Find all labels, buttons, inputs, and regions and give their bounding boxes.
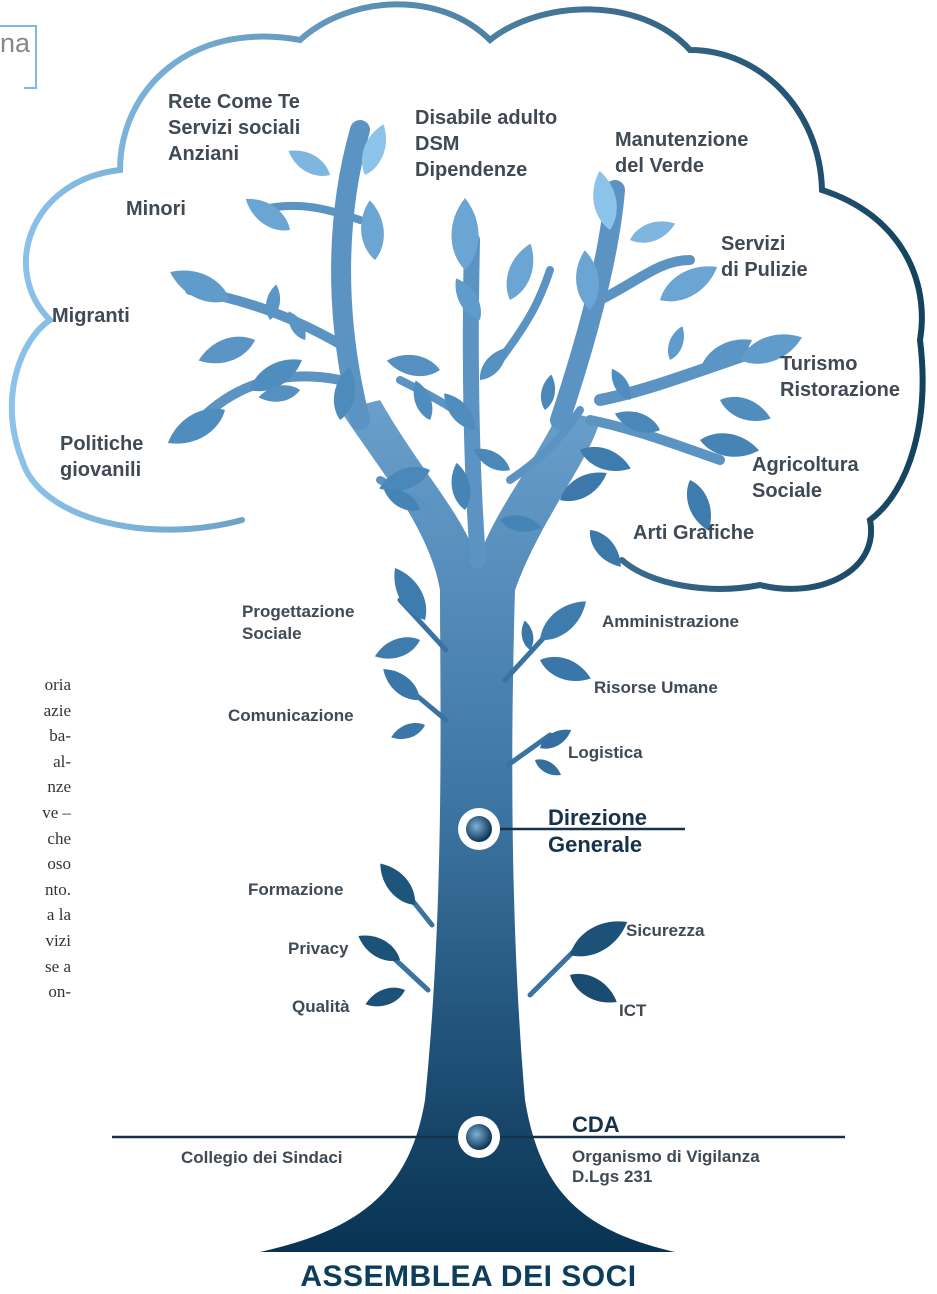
label-amministrazione: Amministrazione — [602, 612, 739, 631]
label-line: Turismo — [780, 353, 858, 375]
label-manutenzione-verde: Manutenzione del Verde — [615, 127, 748, 179]
label-sicurezza: Sicurezza — [626, 921, 705, 940]
label-line: Anziani — [168, 143, 240, 165]
fragment-line: azie — [43, 700, 71, 720]
label-line: Servizi sociali — [168, 117, 301, 139]
label-line: di Pulizie — [721, 259, 808, 281]
canopy-cloud-outline — [8, 1, 926, 592]
fragment-line: a la — [46, 905, 71, 925]
label-line: giovanili — [60, 459, 142, 481]
fragment-line: ve – — [42, 802, 71, 822]
canopy-leaves — [161, 120, 807, 573]
label-privacy: Privacy — [288, 939, 349, 958]
label-line: del Verde — [615, 155, 704, 177]
label-disabile-adulto: Disabile adulto DSM Dipendenze — [415, 105, 557, 183]
fragment-line: on- — [48, 982, 71, 1002]
label-line: Direzione — [548, 805, 648, 830]
label-formazione: Formazione — [248, 880, 344, 899]
label-line: Organismo di Vigilanza — [572, 1147, 760, 1166]
label-line: Sociale — [242, 624, 302, 643]
cda-node-dot — [466, 1124, 492, 1150]
label-line: Rete Come Te — [168, 91, 300, 113]
label-rete-come-te: Rete Come Te Servizi sociali Anziani — [168, 89, 300, 167]
direzione-node-dot — [466, 816, 492, 842]
label-line: Disabile adulto — [415, 107, 558, 129]
label-assemblea-soci: ASSEMBLEA DEI SOCI — [300, 1260, 637, 1293]
label-comunicazione: Comunicazione — [228, 706, 354, 725]
label-line: Sociale — [752, 480, 823, 502]
label-line: DSM — [415, 133, 460, 155]
label-collegio-sindaci: Collegio dei Sindaci — [181, 1148, 343, 1167]
label-direzione-generale: Direzione Generale — [548, 804, 647, 858]
label-line: Ristorazione — [780, 379, 901, 401]
fragment-line: oria — [44, 675, 71, 694]
label-turismo: Turismo Ristorazione — [780, 351, 900, 403]
label-qualita: Qualità — [292, 997, 350, 1016]
corner-text: na — [0, 28, 31, 58]
fragment-line: se a — [45, 956, 71, 976]
fragment-line: al- — [53, 751, 71, 771]
label-politiche-giovanili: Politiche giovanili — [60, 431, 143, 483]
label-migranti: Migranti — [52, 305, 130, 327]
corner-bracket — [0, 25, 37, 89]
label-servizi-pulizie: Servizi di Pulizie — [721, 231, 808, 283]
label-minori: Minori — [126, 198, 186, 220]
label-line: Generale — [548, 832, 643, 857]
label-cda: CDA — [572, 1112, 620, 1137]
label-agricoltura-sociale: Agricoltura Sociale — [752, 452, 859, 504]
label-arti-grafiche: Arti Grafiche — [633, 522, 755, 544]
label-line: D.Lgs 231 — [572, 1167, 653, 1186]
label-line: Progettazione — [242, 602, 355, 621]
label-line: Manutenzione — [615, 129, 749, 151]
fragment-line: vizi — [45, 930, 72, 950]
body-text-fragments: oria azie ba- al- nze ve – che oso nto. … — [42, 672, 71, 1005]
label-line: Agricoltura — [752, 454, 859, 476]
fragment-line: nto. — [45, 879, 71, 899]
label-risorse-umane: Risorse Umane — [594, 678, 718, 697]
label-organismo-vigilanza: Organismo di Vigilanza D.Lgs 231 — [572, 1147, 760, 1187]
label-line: Dipendenze — [415, 159, 528, 181]
label-progettazione-sociale: Progettazione Sociale — [242, 601, 354, 645]
fragment-line: oso — [47, 854, 71, 874]
fragment-line: che — [47, 828, 71, 848]
label-logistica: Logistica — [568, 743, 643, 762]
fragment-line: ba- — [49, 726, 71, 746]
fragment-line: nze — [47, 777, 71, 797]
label-ict: ICT — [619, 1001, 647, 1020]
label-line: Politiche — [60, 433, 144, 455]
label-line: Servizi — [721, 233, 786, 255]
